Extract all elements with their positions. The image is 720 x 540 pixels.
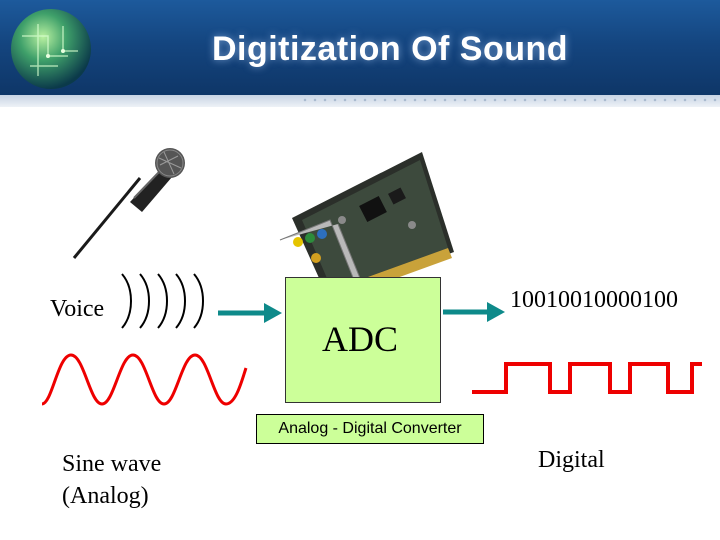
adc-caption: Analog - Digital Converter bbox=[256, 414, 484, 444]
square-wave bbox=[472, 362, 702, 394]
sine-wave bbox=[41, 353, 248, 406]
sound-waves-icon bbox=[121, 273, 204, 329]
binary-output: 10010010000100 bbox=[510, 287, 678, 313]
slide-title: Digitization Of Sound bbox=[211, 30, 569, 68]
analog-label: Sine wave (Analog) bbox=[62, 448, 161, 512]
sound-card-icon bbox=[279, 152, 454, 300]
globe-icon bbox=[11, 9, 91, 89]
adc-box bbox=[285, 277, 441, 403]
voice-label: Voice bbox=[50, 296, 105, 322]
input-arrow bbox=[218, 303, 282, 323]
adc-label: ADC bbox=[322, 319, 399, 359]
analog-label-line2: (Analog) bbox=[62, 483, 149, 509]
digital-label: Digital bbox=[538, 447, 605, 473]
title-bar-dots bbox=[300, 97, 720, 103]
microphone-icon bbox=[72, 148, 185, 259]
analog-label-line1: Sine wave bbox=[62, 451, 162, 477]
title-bar bbox=[0, 0, 720, 98]
output-arrow bbox=[443, 302, 505, 322]
